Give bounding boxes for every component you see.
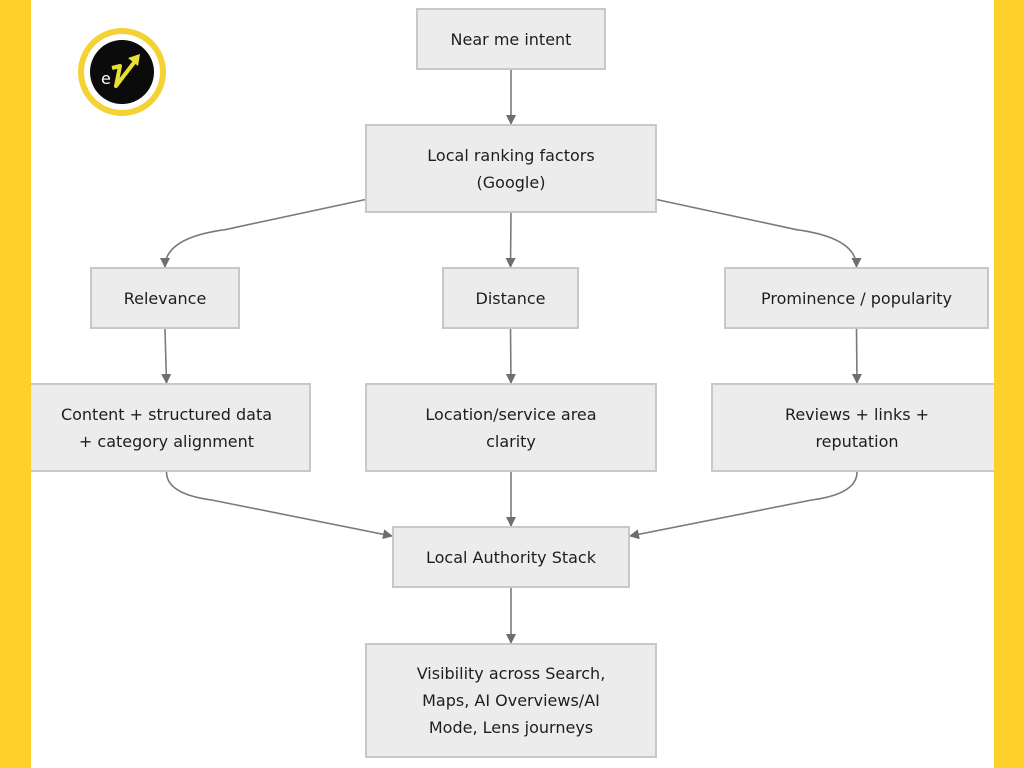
left-accent-bar-overlay	[0, 0, 31, 768]
node-local-ranking-factors: Local ranking factors (Google)	[365, 124, 657, 213]
ev-logo: e	[78, 28, 166, 116]
node-reviews-links-reputation: Reviews + links + reputation	[711, 383, 1003, 472]
node-visibility: Visibility across Search, Maps, AI Overv…	[365, 643, 657, 758]
node-prominence-popularity: Prominence / popularity	[724, 267, 989, 329]
edge-content_structured-to-local_authority_stack	[165, 471, 393, 540]
node-relevance: Relevance	[90, 267, 240, 329]
svg-text:e: e	[101, 69, 111, 88]
edge-local_ranking_factors-to-prominence	[656, 198, 862, 268]
edge-local_ranking_factors-to-relevance	[160, 198, 366, 268]
node-content-structured-data: Content + structured data + category ali…	[22, 383, 311, 472]
edge-prominence-to-reviews_links	[851, 328, 862, 384]
right-accent-bar-overlay	[994, 0, 1024, 768]
node-location-service-area-clarity: Location/service area clarity	[365, 383, 657, 472]
node-local-authority-stack: Local Authority Stack	[392, 526, 630, 588]
edge-reviews_links-to-local_authority_stack	[629, 471, 858, 540]
edge-relevance-to-content_structured	[161, 328, 172, 384]
node-distance: Distance	[442, 267, 579, 329]
logo-disc	[90, 40, 154, 104]
ev-logo-arrow-icon: e	[101, 54, 140, 88]
node-near-me-intent: Near me intent	[416, 8, 606, 70]
edge-local_ranking_factors-to-distance	[505, 212, 516, 268]
edge-distance-to-location_clarity	[505, 328, 516, 384]
